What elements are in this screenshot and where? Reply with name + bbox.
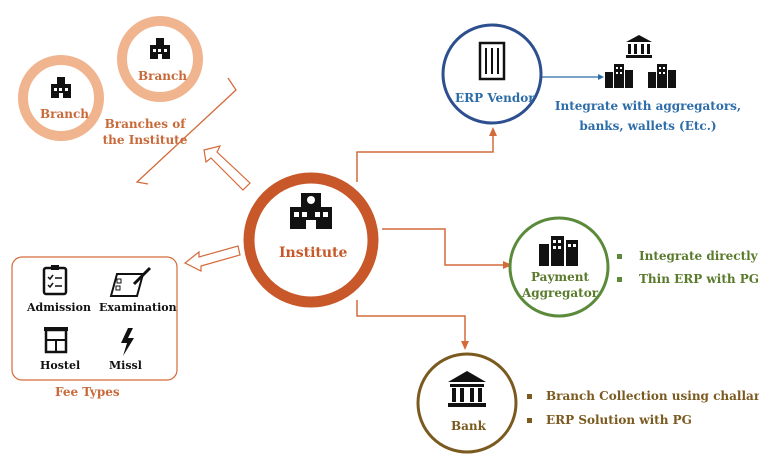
branches-caption-line: the Institute	[102, 133, 188, 147]
fee-types-box	[11, 256, 178, 381]
branch-label: Branch	[138, 69, 187, 83]
aggregator-label-line: Payment	[530, 270, 590, 284]
fee-types-title: Fee Types	[55, 385, 120, 399]
city-buildings-icon	[539, 236, 578, 266]
bullet-marker	[617, 277, 622, 282]
aggregator-point: Integrate directly	[639, 249, 758, 263]
bank-label: Bank	[451, 419, 486, 433]
school-icon	[51, 77, 71, 98]
exam-paper-pencil-icon	[109, 266, 152, 297]
connector-to-bank	[356, 300, 466, 343]
branches-caption-line: Branches of	[104, 117, 186, 131]
clipboard-checklist-icon	[42, 265, 68, 296]
bank-icon	[626, 35, 652, 58]
connector-to-aggregator	[382, 228, 505, 266]
erp-vendor-note-line: Integrate with aggregators,	[554, 99, 742, 113]
erp-vendor-note-line: banks, wallets (Etc.)	[579, 119, 717, 133]
erp-vendor-label: ERP Vendor	[455, 91, 535, 105]
arrow-to-fee-types	[183, 245, 241, 272]
connector-arrowhead-bank	[461, 341, 469, 350]
city-buildings-icon	[648, 64, 676, 88]
fee-type-examination: Examination	[99, 301, 177, 314]
lightning-bolt-icon	[121, 328, 134, 356]
arrow-to-branches	[203, 145, 251, 191]
aggregator-label-line: Aggregator	[521, 286, 599, 300]
bullet-marker	[527, 418, 532, 423]
connector-arrowhead-aggregator	[503, 261, 512, 269]
fee-type-hostel: Hostel	[40, 359, 81, 372]
fee-type-missl: Missl	[109, 359, 142, 372]
hostel-building-icon	[44, 327, 68, 354]
school-icon	[150, 38, 170, 59]
connector-arrowhead-erp	[489, 127, 497, 136]
aggregator-label: Payment Aggregator	[515, 269, 605, 301]
branches-caption: Branches of the Institute	[100, 116, 190, 148]
city-buildings-icon	[605, 64, 633, 88]
bank-icon	[448, 371, 486, 407]
school-icon	[290, 193, 332, 229]
fee-type-admission: Admission	[27, 301, 91, 314]
erp-link-arrowhead	[598, 74, 604, 80]
bullet-marker	[617, 254, 622, 259]
branch-label: Branch	[40, 107, 89, 121]
bank-point: Branch Collection using challans	[546, 389, 759, 403]
branches-bracket	[135, 77, 237, 185]
connector-to-erp-vendor	[356, 134, 494, 182]
aggregator-circle	[508, 216, 610, 318]
bank-point: ERP Solution with PG	[546, 413, 692, 427]
institute-circle	[243, 172, 379, 308]
institute-label: Institute	[279, 245, 348, 261]
aggregator-point: Thin ERP with PG	[639, 272, 759, 286]
bullet-marker	[527, 394, 532, 399]
office-building-icon	[478, 41, 506, 81]
erp-vendor-note: Integrate with aggregators, banks, walle…	[553, 96, 743, 136]
